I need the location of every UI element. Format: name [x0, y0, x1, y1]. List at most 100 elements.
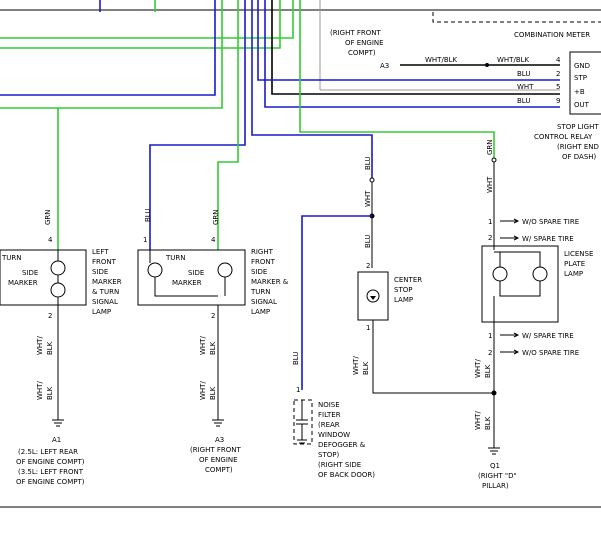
- license-opt-2-num: 1: [488, 332, 492, 340]
- license-lamp-wire-wht: WHT: [486, 176, 494, 193]
- right-lamp-turn-label: TURN: [165, 254, 186, 262]
- combination-meter-loc-3: COMPT): [348, 49, 376, 57]
- license-opt-2-label: W/ SPARE TIRE: [522, 332, 574, 340]
- center-lamp-wire-wht-blk-2: BLK: [362, 361, 370, 375]
- left-lamp-ground-1: (2.5L: LEFT REAR: [18, 448, 78, 456]
- relay-pin-2-wire: WHT: [517, 83, 534, 91]
- noise-filter-title-1: NOISE: [318, 401, 340, 409]
- left-lamp-bulb-2: [50, 282, 66, 298]
- license-lamp-ground-icon: [488, 420, 500, 455]
- noise-filter-title-6: STOP): [318, 451, 339, 459]
- right-lamp-title-4: MARKER &: [251, 278, 289, 286]
- license-lamp-ground: Q1: [490, 462, 500, 470]
- wire-blu-out: [264, 0, 560, 108]
- relay-title-2: CONTROL RELAY: [534, 133, 593, 141]
- right-lamp-pin-bottom: 2: [211, 312, 215, 320]
- capacitor-icon: [296, 400, 308, 440]
- right-lamp-side-label: SIDE: [188, 269, 204, 277]
- noise-filter-pin: 1: [296, 386, 300, 394]
- license-lamp-box: [481, 245, 559, 323]
- wire-blu-left-bus: [0, 0, 216, 96]
- wire-wht-b: [271, 0, 560, 95]
- right-lamp-ground-1: (RIGHT FRONT: [190, 446, 241, 454]
- relay-pin-3-wire: BLU: [517, 97, 530, 105]
- center-lamp-wire-wht: WHT: [364, 190, 372, 207]
- license-lamp-title-3: LAMP: [564, 270, 583, 278]
- relay-title-4: OF DASH): [562, 153, 597, 161]
- license-plate-lamp: GRN WHT 1 W/O SPARE TIRE 2 W/ SPARE TIRE…: [474, 139, 593, 490]
- license-lamp-title-1: LICENSE: [564, 250, 593, 258]
- right-lamp-box: [137, 249, 246, 306]
- center-lamp-title-1: CENTER: [394, 276, 422, 284]
- left-lamp-ground-2: OF ENGINE COMPT): [16, 458, 85, 466]
- license-lamp-wire-wht-blk-2: BLK: [484, 364, 492, 378]
- wire-blu-stp: [257, 0, 560, 81]
- splice-license: [491, 390, 497, 396]
- left-lamp-wire-wht-2: WHT/: [36, 381, 44, 400]
- noise-filter-title-3: (REAR: [318, 421, 340, 429]
- noise-filter-box: [293, 399, 313, 445]
- wire-grn-top-1: [0, 0, 294, 39]
- relay-pin-1-num: 2: [556, 70, 560, 78]
- noise-filter-title-5: DEFOGGER &: [318, 441, 366, 449]
- left-lamp-ground-3: (3.5L: LEFT FRONT: [18, 468, 84, 476]
- left-lamp-title-1: LEFT: [92, 248, 109, 256]
- left-lamp-title-6: SIGNAL: [92, 298, 118, 306]
- left-lamp-wire-blk-2: BLK: [46, 386, 54, 400]
- license-lamp-wire-wht-blk-1: WHT/: [474, 359, 482, 378]
- relay-title-3: (RIGHT END: [557, 143, 599, 151]
- license-lamp-title-2: PLATE: [564, 260, 585, 268]
- left-lamp-title-2: FRONT: [92, 258, 117, 266]
- right-lamp-wire-grn: GRN: [212, 209, 220, 225]
- license-opt-3-num: 2: [488, 349, 492, 357]
- left-lamp-box: [0, 249, 87, 306]
- license-lamp-wire-wht-blk-3: WHT/: [474, 411, 482, 430]
- wire-blu-right-lamp: [149, 0, 246, 250]
- center-lamp-wire-blu: BLU: [364, 235, 372, 248]
- right-lamp-ground-2: OF ENGINE: [199, 456, 238, 464]
- wire-blu-noise-filter: [301, 215, 372, 390]
- left-lamp-wire-grn: GRN: [44, 209, 52, 225]
- license-lamp-bulb-2: [532, 266, 548, 282]
- license-opt-0-label: W/O SPARE TIRE: [522, 218, 579, 226]
- relay-pin-1-wire: BLU: [517, 70, 530, 78]
- center-lamp-pin-bottom: 1: [366, 324, 370, 332]
- left-lamp-ground: A1: [52, 436, 61, 444]
- combination-meter-connector: A3: [380, 62, 389, 70]
- license-lamp-wire-wht-blk-4: BLK: [484, 416, 492, 430]
- license-opt-1-num: 2: [488, 234, 492, 242]
- left-lamp-marker-label: MARKER: [8, 279, 38, 287]
- noise-filter-title-8: OF BACK DOOR): [318, 471, 375, 479]
- license-lamp-wire-grn: GRN: [486, 139, 494, 155]
- center-lamp-wire-blu-top: BLU: [364, 157, 372, 170]
- noise-filter-title-4: WINDOW: [318, 431, 350, 439]
- right-lamp-wire-wht: WHT/: [199, 336, 207, 355]
- license-opt-0-num: 1: [488, 218, 492, 226]
- right-lamp-pin-top: 4: [211, 236, 216, 244]
- right-lamp-ground-3: COMPT): [205, 466, 233, 474]
- license-lamp-ground-1: (RIGHT "D": [478, 472, 517, 480]
- relay-pin-0-num: 4: [556, 56, 561, 64]
- combination-meter-title: COMBINATION METER: [514, 31, 590, 39]
- left-lamp-wire-blk: BLK: [46, 341, 54, 355]
- relay-pin-0-wire: WHT/BLK: [497, 56, 530, 64]
- left-lamp-pin-bottom: 2: [48, 312, 52, 320]
- right-front-lamp: BLU GRN 1 4 TURN SIDE MARKER RIGHT FRONT…: [137, 209, 289, 474]
- noise-filter-title-2: FILTER: [318, 411, 341, 419]
- relay-pin-1-label: STP: [574, 74, 587, 82]
- license-lamp-bulb-1: [492, 266, 508, 282]
- relay-pin-0-label: GND: [574, 62, 590, 70]
- left-lamp-turn-label: TURN: [1, 254, 22, 262]
- left-lamp-title-5: & TURN: [92, 288, 119, 296]
- right-lamp-title-3: SIDE: [251, 268, 267, 276]
- right-lamp-title-6: SIGNAL: [251, 298, 277, 306]
- left-lamp-bulb-1: [50, 260, 66, 276]
- center-lamp-pin-top: 2: [366, 262, 370, 270]
- noise-filter-wire-blu: BLU: [292, 352, 300, 365]
- left-lamp-title-3: SIDE: [92, 268, 108, 276]
- center-stop-lamp: BLU WHT BLU 2 CENTER STOP LAMP 1 WHT/ BL…: [301, 157, 494, 394]
- combination-meter-loc-1: (RIGHT FRONT: [330, 29, 381, 37]
- center-lamp-wire-wht-blk-1: WHT/: [352, 356, 360, 375]
- left-lamp-title-4: MARKER: [92, 278, 122, 286]
